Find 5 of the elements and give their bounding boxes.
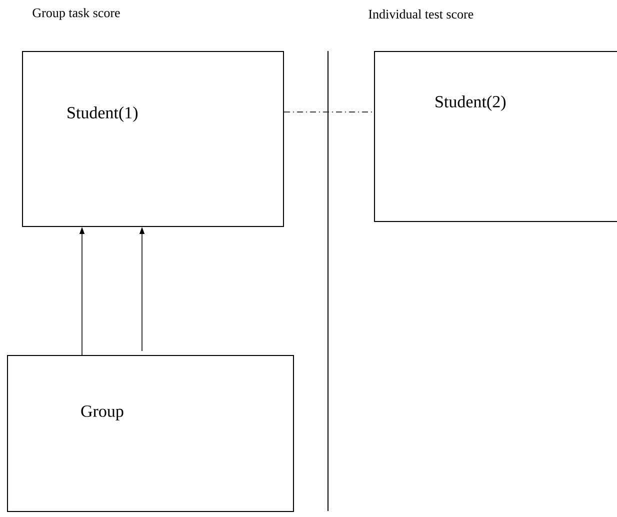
text-box: Student(1) bbox=[22, 51, 284, 227]
text-box: Student(2) bbox=[374, 51, 617, 222]
heading-label: Individual test score bbox=[368, 9, 474, 19]
text-box: Group bbox=[7, 355, 294, 512]
heading-label: Group task score bbox=[32, 8, 120, 20]
